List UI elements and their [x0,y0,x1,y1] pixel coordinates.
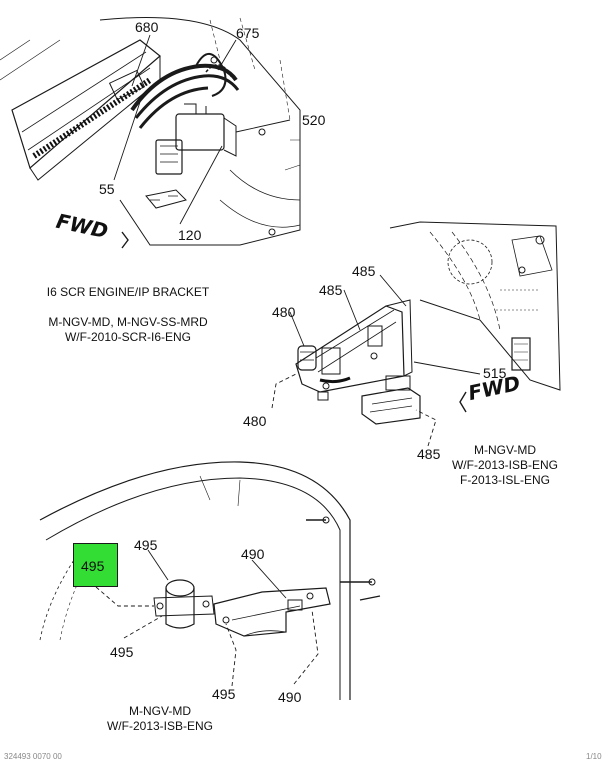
caption-middle-line1: M-NGV-MD [474,443,536,457]
callout-675: 675 [236,25,260,41]
caption-top-line2: M-NGV-MD, M-NGV-SS-MRD [48,315,208,329]
callout-495-lower: 495 [212,686,236,702]
caption-top: I6 SCR ENGINE/IP BRACKET M-NGV-MD, M-NGV… [28,285,228,345]
footer-id: 324493 0070 00 [4,752,62,761]
callout-485-bracket: 485 [319,282,343,298]
callout-490-lower: 490 [278,689,302,705]
callout-680: 680 [135,19,159,35]
callout-495-lower-left: 495 [110,644,134,660]
caption-bottom-line2: W/F-2013-ISB-ENG [106,719,214,733]
caption-bottom-line1: M-NGV-MD [129,704,191,718]
highlighted-callout-495: 495 [81,558,105,574]
caption-top-line3: W/F-2010-SCR-I6-ENG [64,330,192,344]
callout-480-lower: 480 [243,413,267,429]
bottom-assembly-illustration [39,461,381,700]
caption-middle: M-NGV-MD W/F-2013-ISB-ENG F-2013-ISL-ENG [430,443,580,488]
fwd-arrow-marks [121,231,467,413]
footer-page: 1/10 [586,752,602,761]
caption-middle-line2: W/F-2013-ISB-ENG [451,458,559,472]
top-assembly-illustration [0,17,301,246]
leader-lines [95,34,481,687]
highlighted-part-495[interactable]: 495 [73,543,118,587]
callout-55: 55 [99,181,115,197]
callout-515: 515 [483,365,507,381]
caption-top-line1: I6 SCR ENGINE/IP BRACKET [46,285,210,299]
callout-495-mount: 495 [134,537,158,553]
callout-490-bracket: 490 [241,546,265,562]
callout-120: 120 [178,227,202,243]
callout-485-upper: 485 [352,263,376,279]
middle-assembly-illustration [295,221,561,425]
caption-bottom: M-NGV-MD W/F-2013-ISB-ENG [80,704,240,734]
callout-480-module: 480 [272,304,296,320]
callout-485-lower: 485 [417,446,441,462]
caption-middle-line3: F-2013-ISL-ENG [459,473,551,487]
callout-520: 520 [302,112,326,128]
